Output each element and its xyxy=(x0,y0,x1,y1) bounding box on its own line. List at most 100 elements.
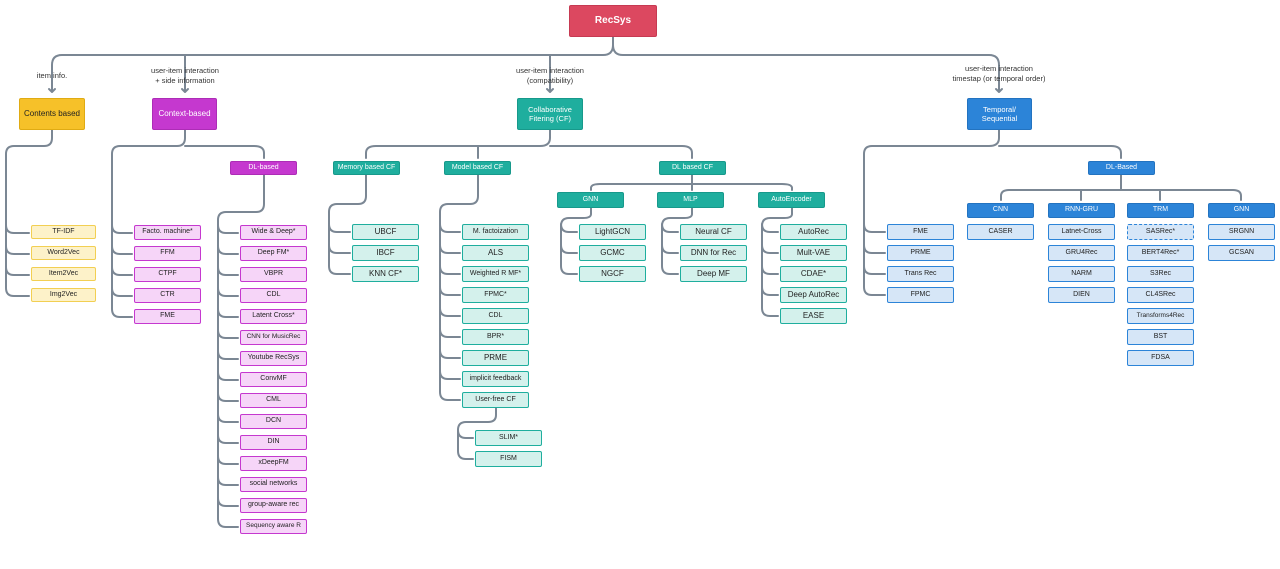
subcategory-model-based-cf[interactable]: Model based CF xyxy=(444,161,511,175)
arrow-head-icon xyxy=(48,88,56,93)
leaf-fpmc-model[interactable]: FPMC* xyxy=(462,287,529,303)
leaf-implicit-feedback[interactable]: implicit feedback xyxy=(462,371,529,387)
leaf-xdeepfm[interactable]: xDeepFM xyxy=(240,456,307,471)
connector-line xyxy=(560,223,578,233)
leaf-img2vec[interactable]: Img2Vec xyxy=(31,288,96,302)
leaf-sasrec[interactable]: SASRec* xyxy=(1127,224,1194,240)
leaf-youtube-recsys[interactable]: Youtube RecSys xyxy=(240,351,307,366)
leaf-m-factoization[interactable]: M. factoization xyxy=(462,224,529,240)
group-cf-autoencoder[interactable]: AutoEncoder xyxy=(758,192,825,208)
subcategory-dl-based-cf[interactable]: DL based CF xyxy=(659,161,726,175)
leaf-deep-mf[interactable]: Deep MF xyxy=(680,266,747,282)
leaf-bst[interactable]: BST xyxy=(1127,329,1194,345)
leaf-tf-idf[interactable]: TF-IDF xyxy=(31,225,96,239)
leaf-cdl-model[interactable]: CDL xyxy=(462,308,529,324)
leaf-vbpr[interactable]: VBPR xyxy=(240,267,307,282)
leaf-latent-cross[interactable]: Latent Cross* xyxy=(240,309,307,324)
leaf-ffm[interactable]: FFM xyxy=(134,246,201,261)
leaf-cl4srec[interactable]: CL4SRec xyxy=(1127,287,1194,303)
leaf-mult-vae[interactable]: Mult-VAE xyxy=(780,245,847,261)
leaf-ibcf[interactable]: IBCF xyxy=(352,245,419,261)
leaf-prme-temporal[interactable]: PRME xyxy=(887,245,954,261)
leaf-autorec[interactable]: AutoRec xyxy=(780,224,847,240)
leaf-din[interactable]: DIN xyxy=(240,435,307,450)
group-temporal-gnn[interactable]: GNN xyxy=(1208,203,1275,218)
leaf-bert4rec[interactable]: BERT4Rec* xyxy=(1127,245,1194,261)
leaf-srgnn[interactable]: SRGNN xyxy=(1208,224,1275,240)
leaf-s3rec[interactable]: S3Rec xyxy=(1127,266,1194,282)
connector-line xyxy=(439,328,461,338)
leaf-word2vec[interactable]: Word2Vec xyxy=(31,246,96,260)
leaf-cdae[interactable]: CDAE* xyxy=(780,266,847,282)
group-cf-mlp[interactable]: MLP xyxy=(657,192,724,208)
leaf-gru4rec[interactable]: GRU4Rec xyxy=(1048,245,1115,261)
temporal-label-line1: Temporal/ xyxy=(983,104,1016,114)
leaf-prme-model[interactable]: PRME xyxy=(462,350,529,366)
leaf-narm[interactable]: NARM xyxy=(1048,266,1115,282)
leaf-weighted-r-mf[interactable]: Weighted R MF* xyxy=(462,266,529,282)
leaf-cml[interactable]: CML xyxy=(240,393,307,408)
group-cf-gnn[interactable]: GNN xyxy=(557,192,624,208)
leaf-fism[interactable]: FISM xyxy=(475,451,542,467)
leaf-cnn-for-musicrec[interactable]: CNN for MusicRec xyxy=(240,330,307,345)
leaf-cdl-context[interactable]: CDL xyxy=(240,288,307,303)
connector-line xyxy=(439,244,461,254)
group-temporal-cnn[interactable]: CNN xyxy=(967,203,1034,218)
leaf-ngcf[interactable]: NGCF xyxy=(579,266,646,282)
category-collaborative-filtering[interactable]: Collaborative Fitering (CF) xyxy=(517,98,583,130)
leaf-ctpf[interactable]: CTPF xyxy=(134,267,201,282)
connector-line xyxy=(439,370,461,380)
leaf-gcsan[interactable]: GCSAN xyxy=(1208,245,1275,261)
leaf-fme-temporal[interactable]: FME xyxy=(887,224,954,240)
leaf-dnn-for-rec[interactable]: DNN for Rec xyxy=(680,245,747,261)
connector-line xyxy=(111,224,133,234)
leaf-fme-context[interactable]: FME xyxy=(134,309,201,324)
connector-line xyxy=(761,244,779,254)
leaf-dcn[interactable]: DCN xyxy=(240,414,307,429)
root-recsys[interactable]: RecSys xyxy=(569,5,657,37)
leaf-gcmc[interactable]: GCMC xyxy=(579,245,646,261)
category-temporal-sequential[interactable]: Temporal/ Sequential xyxy=(967,98,1032,130)
subcategory-memory-based-cf[interactable]: Memory based CF xyxy=(333,161,400,175)
leaf-ubcf[interactable]: UBCF xyxy=(352,224,419,240)
leaf-wide-deep[interactable]: Wide & Deep* xyxy=(240,225,307,240)
group-temporal-rnn-gru[interactable]: RNN-GRU xyxy=(1048,203,1115,218)
leaf-ctr[interactable]: CTR xyxy=(134,288,201,303)
leaf-transforms4rec[interactable]: Transforms4Rec xyxy=(1127,308,1194,324)
subcategory-context-dl-based[interactable]: DL-based xyxy=(230,161,297,175)
leaf-sequency-aware-r[interactable]: Sequency aware R xyxy=(240,519,307,534)
edge-label-compat-line2: (compatibility) xyxy=(526,76,574,86)
connector-line xyxy=(217,413,239,423)
leaf-dien[interactable]: DIEN xyxy=(1048,287,1115,303)
category-context-based[interactable]: Context-based xyxy=(152,98,217,130)
leaf-slim[interactable]: SLIM* xyxy=(475,430,542,446)
leaf-fpmc-temporal[interactable]: FPMC xyxy=(887,287,954,303)
leaf-user-free-cf[interactable]: User-free CF xyxy=(462,392,529,408)
leaf-lightgcn[interactable]: LightGCN xyxy=(579,224,646,240)
leaf-fdsa[interactable]: FDSA xyxy=(1127,350,1194,366)
connector-line xyxy=(761,265,779,275)
connector-line xyxy=(217,245,239,255)
leaf-item2vec[interactable]: Item2Vec xyxy=(31,267,96,281)
leaf-deep-fm[interactable]: Deep FM* xyxy=(240,246,307,261)
subcategory-temporal-dl-based[interactable]: DL-Based xyxy=(1088,161,1155,175)
leaf-knn-cf[interactable]: KNN CF* xyxy=(352,266,419,282)
group-temporal-trm[interactable]: TRM xyxy=(1127,203,1194,218)
arrow-head-icon xyxy=(546,88,554,93)
leaf-ease[interactable]: EASE xyxy=(780,308,847,324)
leaf-convmf[interactable]: ConvMF xyxy=(240,372,307,387)
leaf-facto-machine[interactable]: Facto. machine* xyxy=(134,225,201,240)
connector-line xyxy=(217,287,239,297)
leaf-social-networks[interactable]: social networks xyxy=(240,477,307,492)
leaf-bpr[interactable]: BPR* xyxy=(462,329,529,345)
leaf-latnet-cross[interactable]: Latnet-Cross xyxy=(1048,224,1115,240)
leaf-deep-autorec[interactable]: Deep AutoRec xyxy=(780,287,847,303)
category-contents-based[interactable]: Contents based xyxy=(19,98,85,130)
connector-line xyxy=(439,286,461,296)
leaf-group-aware-rec[interactable]: group-aware rec xyxy=(240,498,307,513)
leaf-als[interactable]: ALS xyxy=(462,245,529,261)
connector-line xyxy=(217,308,239,318)
leaf-caser[interactable]: CASER xyxy=(967,224,1034,240)
leaf-neural-cf[interactable]: Neural CF xyxy=(680,224,747,240)
leaf-trans-rec[interactable]: Trans Rec xyxy=(887,266,954,282)
